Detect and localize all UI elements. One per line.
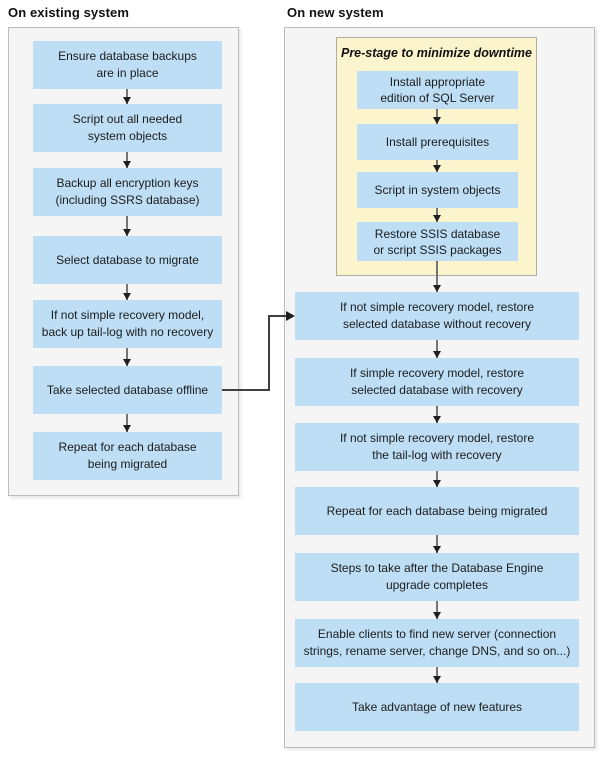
step-restore-ssis: Restore SSIS database or script SSIS pac… [357, 222, 518, 261]
step-install-prerequisites: Install prerequisites [357, 124, 518, 160]
right-panel-title: On new system [287, 5, 384, 20]
step-repeat-each-database-new: Repeat for each database being migrated [295, 487, 579, 535]
flow-arrow [123, 216, 131, 236]
step-script-in-system-objects: Script in system objects [357, 172, 518, 208]
flow-arrow [123, 284, 131, 300]
step-backup-tail-log: If not simple recovery model, back up ta… [33, 300, 222, 348]
step-restore-tail-log: If not simple recovery model, restore th… [295, 423, 579, 471]
flow-arrow [433, 261, 441, 292]
step-backup-encryption-keys: Backup all encryption keys (including SS… [33, 168, 222, 216]
flow-arrow [123, 89, 131, 104]
flow-arrow [433, 160, 441, 172]
flow-arrow [433, 535, 441, 553]
cross-connector-horizontal-start [222, 389, 270, 391]
flow-arrow [433, 406, 441, 423]
flow-arrow [433, 601, 441, 619]
pre-stage-title: Pre-stage to minimize downtime [340, 46, 532, 60]
step-select-database: Select database to migrate [33, 236, 222, 284]
flow-arrow [433, 208, 441, 222]
step-take-advantage-new-features: Take advantage of new features [295, 683, 579, 731]
step-repeat-each-database: Repeat for each database being migrated [33, 432, 222, 480]
step-enable-clients: Enable clients to find new server (conne… [295, 619, 579, 667]
flow-arrow [433, 667, 441, 683]
step-script-system-objects: Script out all needed system objects [33, 104, 222, 152]
cross-connector-vertical [268, 315, 270, 391]
step-restore-with-recovery: If simple recovery model, restore select… [295, 358, 579, 406]
flow-arrow [433, 471, 441, 487]
step-install-sql-server: Install appropriate edition of SQL Serve… [357, 71, 518, 109]
step-post-upgrade-steps: Steps to take after the Database Engine … [295, 553, 579, 601]
flow-arrow [123, 348, 131, 366]
step-restore-without-recovery: If not simple recovery model, restore se… [295, 292, 579, 340]
cross-connector-horizontal-end [268, 315, 287, 317]
step-ensure-backups: Ensure database backups are in place [33, 41, 222, 89]
left-panel-title: On existing system [8, 5, 130, 20]
flow-arrow [433, 340, 441, 358]
flow-arrow [433, 109, 441, 124]
flow-arrow [123, 414, 131, 432]
flow-arrow [123, 152, 131, 168]
cross-connector-arrowhead [286, 311, 295, 321]
step-take-database-offline: Take selected database offline [33, 366, 222, 414]
